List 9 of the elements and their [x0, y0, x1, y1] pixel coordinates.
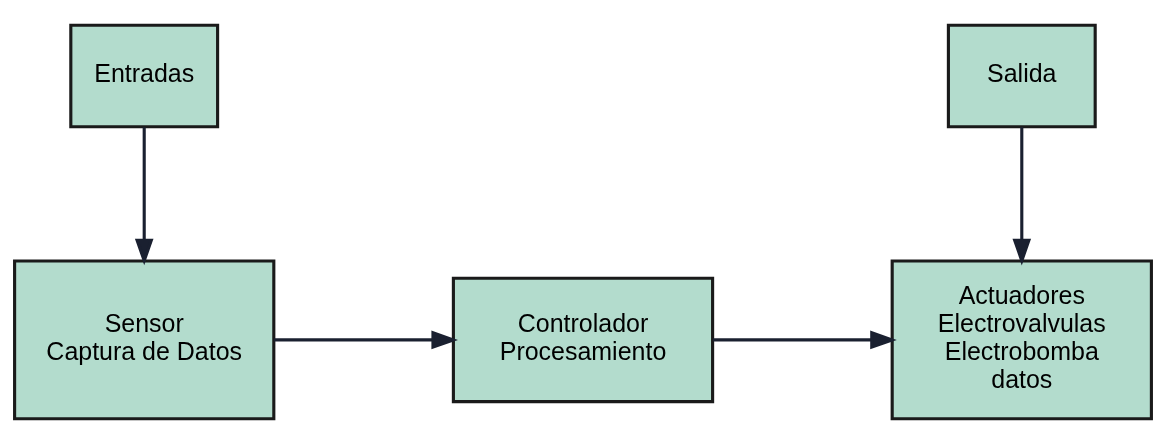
- node-box: Salida: [946, 23, 1097, 128]
- node-box: Entradas: [69, 23, 220, 128]
- arrow: [712, 330, 897, 349]
- arrow: [134, 126, 154, 265]
- arrow: [1012, 126, 1032, 265]
- node-box: Sensor Captura de Datos: [13, 259, 276, 420]
- arrow: [274, 330, 458, 349]
- node-box: Controlador Procesamiento: [451, 276, 715, 403]
- node-box: Actuadores Electrovalvulas Electrobomba datos: [890, 259, 1153, 420]
